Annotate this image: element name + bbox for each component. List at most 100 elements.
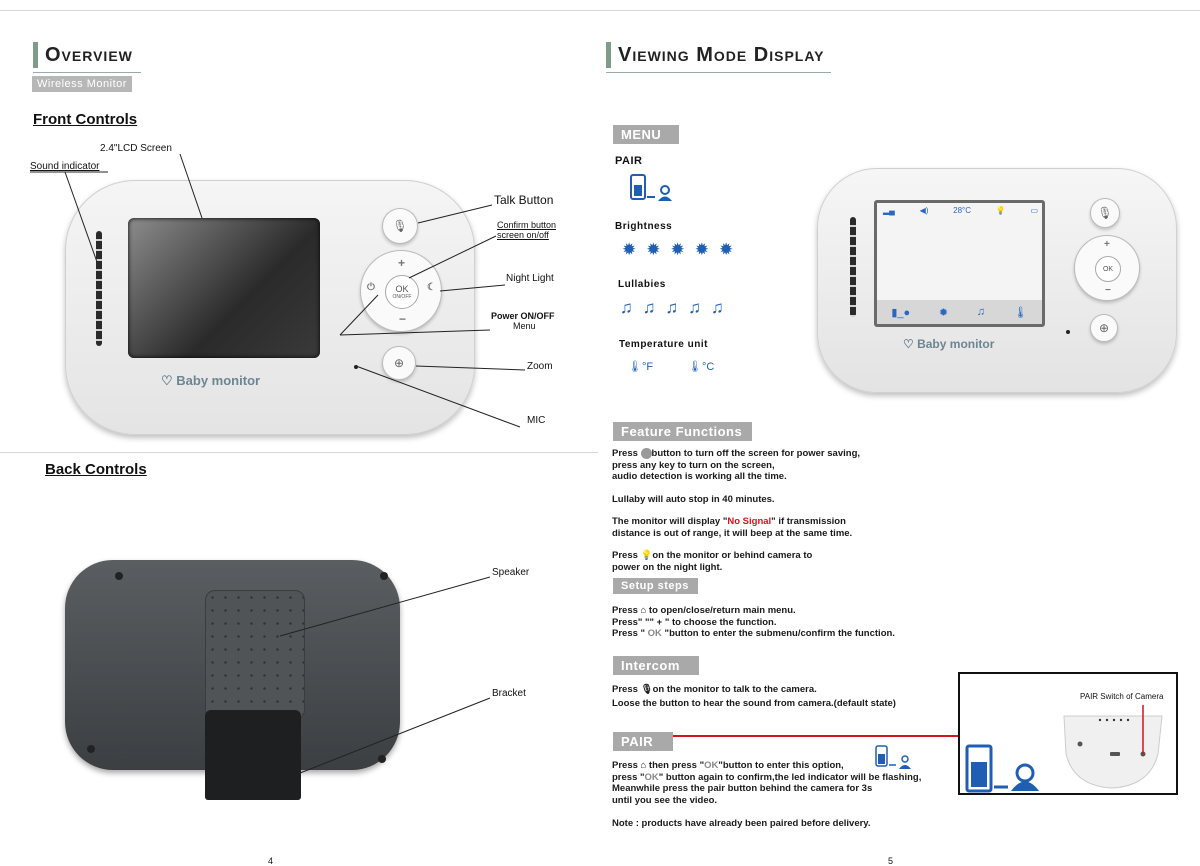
monitor-display-image: ▂▄ ◀) 28°C 💡 ▭ ▮_● ✹ ♫ 🌡 ♡ Baby monitor … (817, 168, 1177, 393)
intercom-text: Press 🎙on the monitor to talk to the cam… (612, 684, 896, 709)
zoom-button: ⊕ (382, 346, 416, 380)
music-note-icon: ♫ (711, 298, 724, 317)
bracket-stand (205, 710, 301, 800)
display-menu-strip: ▮_● ✹ ♫ 🌡 (877, 300, 1042, 324)
setup-text: Press ⌂ to open/close/return main menu. … (612, 605, 895, 639)
brightness-icons: ✹ ✹ ✹ ✹ ✹ (622, 240, 743, 260)
power-menu-icon: ⏻ (367, 282, 375, 293)
zoom-icon: ⊕ (1098, 321, 1110, 335)
section-divider (0, 452, 598, 453)
dpad: OK + − (1074, 235, 1140, 301)
sun-icon: ✹ (938, 306, 949, 319)
dpad: OK ON/OFF + − ⏻ ☾ (360, 250, 442, 332)
sound-indicator-label: Sound indicator (30, 161, 100, 172)
lcd-screen-label: 2.4"LCD Screen (100, 143, 172, 154)
brightness-heading: Brightness (615, 221, 673, 232)
sound-indicator (850, 217, 856, 317)
sun-icon: ✹ (670, 240, 685, 259)
wireless-monitor-tag: Wireless Monitor (32, 76, 132, 92)
zoom-icon: ⊕ (393, 356, 405, 370)
home-icon: ⌂ (640, 760, 647, 771)
pair-camera-inset: PAIR Switch of Camera (958, 672, 1178, 795)
intercom-tag: Intercom (613, 656, 699, 675)
baby-monitor-logo: ♡ Baby monitor (161, 373, 261, 388)
night-light-label: Night Light (506, 273, 554, 284)
feature-functions-tag: Feature Functions (613, 422, 752, 441)
camera-pair-illustration (965, 705, 1163, 793)
pair-tag: PAIR (613, 732, 673, 751)
talk-button-label: Talk Button (494, 193, 554, 207)
menu-label: Menu (513, 321, 536, 331)
back-leader-lines (279, 576, 491, 778)
sun-icon: ✹ (622, 240, 637, 259)
music-note-icon: ♫ (665, 298, 679, 317)
top-rule (0, 10, 1200, 11)
menu-tag: MENU (613, 125, 679, 144)
microphone-icon: 🎙 (1097, 206, 1113, 220)
ok-button: OK (1095, 256, 1121, 282)
power-label: Power ON/OFF (491, 311, 555, 321)
mic-hole (354, 365, 358, 369)
display-screen: ▂▄ ◀) 28°C 💡 ▭ ▮_● ✹ ♫ 🌡 (874, 200, 1045, 327)
front-leader-lines (30, 153, 526, 428)
signal-icon: ▂▄ (883, 206, 895, 215)
screw (87, 745, 95, 753)
fahrenheit-icon: 🌡°F (628, 361, 654, 373)
pair-icon (630, 174, 672, 201)
thermometer-icon: 🌡 (1013, 306, 1028, 319)
plus-icon: + (398, 256, 406, 270)
monitor-front-image: ♡ Baby monitor 🎙 OK ON/OFF + − ⏻ ☾ ⊕ (65, 180, 475, 435)
pair-heading: PAIR (615, 155, 643, 167)
setup-steps-tag: Setup steps (613, 578, 698, 594)
left-page: Overview Wireless Monitor Front Controls… (0, 42, 598, 866)
sound-indicator (96, 231, 102, 346)
microphone-icon: 🎙 (392, 219, 408, 233)
baby-monitor-logo: ♡ Baby monitor (903, 337, 995, 351)
feature-text: Press button to turn off the screen for … (612, 448, 861, 573)
music-note-icon: ♫ (620, 298, 633, 317)
mic-hole (1066, 330, 1070, 334)
screw (380, 572, 388, 580)
bulb-icon: 💡 (640, 550, 653, 562)
pair-icon: ▮_● (891, 306, 911, 319)
sun-icon: ✹ (694, 240, 709, 259)
sun-icon: ✹ (719, 240, 734, 259)
note-text: Note : products have already been paired… (612, 818, 871, 829)
talk-button: 🎙 (1090, 198, 1120, 228)
home-icon: ⌂ (640, 605, 647, 616)
front-controls-heading: Front Controls (33, 111, 138, 128)
plus-icon: + (1104, 239, 1110, 250)
speaker-grille (205, 590, 305, 720)
music-note-icon: ♫ (642, 298, 656, 317)
talk-button: 🎙 (382, 208, 418, 244)
monitor-back-image (65, 560, 400, 800)
moon-icon: ☾ (427, 282, 436, 293)
pair-text: Press ⌂ then press "OK"button to enter t… (612, 760, 922, 829)
pair-icon-row (630, 172, 674, 204)
back-controls-heading: Back Controls (45, 461, 147, 478)
lcd-screen (128, 218, 320, 358)
temperature-heading: Temperature unit (619, 339, 708, 350)
mic-label: MIC (527, 415, 546, 426)
zoom-button: ⊕ (1090, 314, 1118, 342)
bulb-icon: 💡 (995, 206, 1006, 215)
minus-icon: − (1105, 285, 1111, 296)
ok-icon (640, 448, 652, 459)
zoom-label: Zoom (527, 361, 553, 372)
page-number-left: 4 (268, 856, 274, 866)
page-number-right: 5 (888, 856, 894, 866)
lullabies-heading: Lullabies (618, 279, 666, 290)
viewing-mode-title: Viewing Mode Display (606, 42, 831, 73)
ok-button: OK ON/OFF (385, 275, 419, 309)
lullaby-icons: ♫ ♫ ♫ ♫ ♫ (620, 298, 734, 318)
pair-leader-line (673, 735, 959, 737)
minus-icon: − (399, 312, 407, 326)
celsius-icon: 🌡°C (688, 361, 715, 373)
right-page: Viewing Mode Display MENU PAIR Brightnes… (600, 0, 1200, 866)
pair-switch-label: PAIR Switch of Camera (1080, 692, 1164, 701)
music-note-icon: ♫ (976, 306, 985, 318)
screw (378, 755, 386, 763)
speaker-icon: ◀) (919, 206, 929, 215)
bracket-label: Bracket (492, 688, 526, 699)
overview-title: Overview (33, 42, 141, 73)
